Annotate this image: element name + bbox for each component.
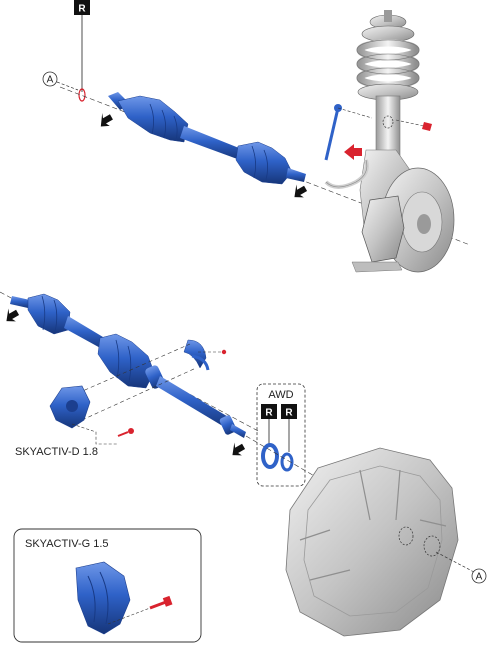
awd-parts-box: AWD R R [256,383,306,487]
engine-label-skyactiv-g: SKYACTIV-G 1.5 [25,538,109,550]
bolt-icon [117,428,134,437]
callout-a-icon: A [435,551,487,584]
bearing-support-bracket [49,385,91,429]
bolt-icon [149,595,173,610]
replace-badge-label: R [285,408,293,419]
oil-seal [261,443,279,469]
circlip [78,88,86,102]
front-drive-shaft-lower [10,293,246,438]
replace-badge-label: R [78,4,86,15]
callout-a-icon: A [42,71,79,91]
stabilizer-link [324,104,373,161]
skyactiv-g-inset: SKYACTIV-G 1.5 [13,528,202,643]
arrow-icon [100,112,113,127]
awd-label: AWD [268,389,293,401]
bearing-cap [183,339,210,371]
bolt-icon [395,119,432,131]
seal-ring [280,452,294,472]
callout-a-label-bottom: A [476,572,483,583]
arrow-icon [6,308,20,322]
arrow-icon [232,442,246,456]
strut-assembly [324,10,455,273]
engine-label-skyactiv-d: SKYACTIV-D 1.8 [15,446,98,458]
bolt-icon [221,349,227,355]
replace-badge-label: R [265,408,273,419]
transaxle [285,447,459,637]
front-drive-shaft-top [108,92,306,185]
replace-badge-top: R [74,0,90,92]
callout-a-label-top: A [47,75,54,86]
arrow-icon [294,184,308,198]
arrow-icon [344,144,362,160]
